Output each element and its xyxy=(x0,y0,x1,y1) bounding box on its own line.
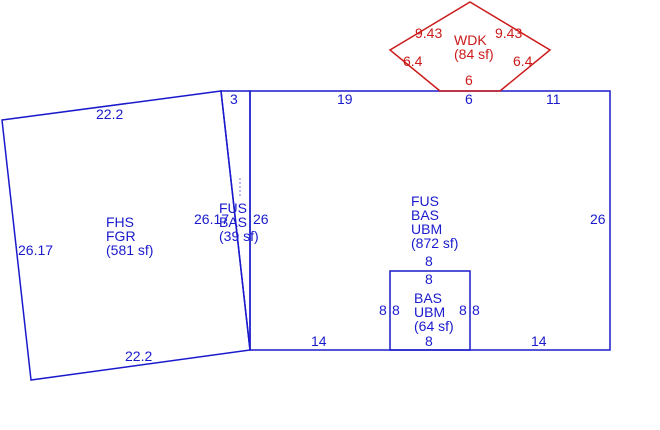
inner-area-label: BAS UBM (64 sf) xyxy=(414,290,454,334)
wdk-outline xyxy=(388,1,552,92)
dim-main-bottom-left: 14 xyxy=(311,333,327,349)
main-label-line: FUS xyxy=(411,193,439,209)
wdk-label-line: WDK xyxy=(454,32,487,48)
dim-main-top-mid: 6 xyxy=(465,91,473,107)
wdk-label: WDK (84 sf) xyxy=(454,32,494,62)
garage-label: FHS FGR (581 sf) xyxy=(106,214,153,258)
dim-inner-right-outer: 8 xyxy=(472,302,480,318)
main-area-label: FUS BAS UBM (872 sf) xyxy=(411,193,458,251)
dim-main-left: 26 xyxy=(253,211,269,227)
dim-inner-left: 8 xyxy=(392,302,400,318)
dim-main-right: 26 xyxy=(590,211,606,227)
dim-strip-top: 3 xyxy=(230,91,238,107)
dim-inner-top: 8 xyxy=(425,271,433,287)
main-label-line: (872 sf) xyxy=(411,235,458,251)
dim-inner-left-outer: 8 xyxy=(379,302,387,318)
dim-main-top-right: 11 xyxy=(546,91,561,107)
dim-wdk-bottom: 6 xyxy=(465,72,473,88)
garage-label-line: FHS xyxy=(106,214,134,230)
dim-main-bottom-right: 14 xyxy=(531,333,547,349)
dim-strip-left: 26.17 xyxy=(194,211,229,227)
main-label-line: BAS xyxy=(411,207,439,223)
garage-label-line: FGR xyxy=(106,228,136,244)
main-label-line: UBM xyxy=(411,221,442,237)
inner-label-line: BAS xyxy=(414,290,442,306)
strip-label: FUS BAS (39 sf) xyxy=(219,200,259,244)
dim-wdk-top-left: 9.43 xyxy=(415,25,442,41)
dim-main-top-left: 19 xyxy=(337,91,353,107)
strip-label-line: FUS xyxy=(219,200,247,216)
wdk-label-line: (84 sf) xyxy=(454,46,494,62)
dim-wdk-lower-left: 6.4 xyxy=(403,53,423,69)
dim-garage-top: 22.2 xyxy=(96,106,123,122)
inner-label-line: (64 sf) xyxy=(414,318,454,334)
strip-label-line: BAS xyxy=(219,214,247,230)
inner-area-outline xyxy=(389,270,471,351)
strip-label-line: (39 sf) xyxy=(219,228,259,244)
dim-wdk-lower-right: 6.4 xyxy=(513,53,533,69)
dim-wdk-top-right: 9.43 xyxy=(495,25,522,41)
dim-inner-top-outer: 8 xyxy=(425,253,433,269)
dim-inner-right: 8 xyxy=(459,302,467,318)
dim-garage-bottom: 22.2 xyxy=(125,348,152,364)
dim-inner-bottom: 8 xyxy=(425,333,433,349)
garage-label-line: (581 sf) xyxy=(106,242,153,258)
inner-label-line: UBM xyxy=(414,304,445,320)
dim-garage-left: 26.17 xyxy=(18,242,53,258)
